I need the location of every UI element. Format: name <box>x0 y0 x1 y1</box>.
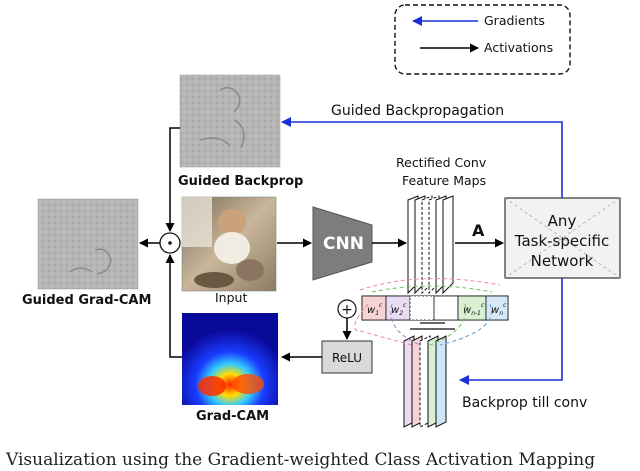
weight-cell-empty <box>433 295 459 321</box>
activations-a-label: A <box>472 221 485 240</box>
figure-caption: Visualization using the Gradient-weighte… <box>6 450 596 470</box>
weight-link-1 <box>354 303 413 346</box>
relu-label: ReLU <box>332 351 362 365</box>
input-image <box>181 196 277 292</box>
weight-link-2 <box>390 303 421 346</box>
weight-vector: w1c w2c wn-1c wnc <box>361 295 509 321</box>
gradient-maps-stack <box>403 335 447 428</box>
relu-box <box>321 340 373 374</box>
legend: Gradients Activations <box>394 4 571 75</box>
backprop-till-conv-label: Backprop till conv <box>462 395 587 411</box>
guided-gradcam-edges <box>69 248 112 275</box>
guided-backprop-image <box>179 74 281 168</box>
weight-label-1: w1c <box>367 302 383 317</box>
weight-label-4: wnc <box>491 302 507 317</box>
task-network-line3: Network <box>531 252 594 270</box>
guided-backpropagation-label: Guided Backpropagation <box>331 103 504 119</box>
weight-cell-3 <box>457 295 487 321</box>
task-network-diag1 <box>504 197 621 279</box>
gradcam-label: Grad-CAM <box>196 409 269 424</box>
weight-label-3: wn-1c <box>463 302 485 317</box>
guided-backprop-label: Guided Backprop <box>178 174 303 189</box>
weight-cell-ellipsis <box>409 295 435 321</box>
input-label: Input <box>215 290 247 305</box>
rectified-label-line2: Feature Maps <box>402 173 486 188</box>
arrow-gradcam-to-product <box>165 254 182 358</box>
weight-cell-1 <box>361 295 387 321</box>
arrow-guided-backpropagation <box>281 117 563 198</box>
product-dot <box>168 241 172 245</box>
gradcam-hotspot-right <box>232 374 264 394</box>
task-network-diag2 <box>504 197 621 279</box>
legend-gradients-label: Gradients <box>484 13 545 28</box>
arrow-backprop-till-conv <box>459 278 563 385</box>
weight-link-top <box>359 278 501 291</box>
weight-link-top2 <box>371 285 493 293</box>
task-network-line2: Task-specific <box>514 232 609 250</box>
weight-link-3 <box>429 303 467 346</box>
arrow-guided-to-product <box>165 127 180 232</box>
weight-cell-2 <box>385 295 411 321</box>
legend-activations-label: Activations <box>484 40 553 55</box>
legend-box <box>394 4 571 75</box>
feature-maps-stack <box>407 195 454 295</box>
guided-backprop-edges <box>199 87 245 149</box>
guided-gradcam-image <box>37 198 139 290</box>
task-network-line1: Any <box>548 212 577 230</box>
gradcam-hotspot-left <box>198 376 226 396</box>
sum-symbol: + <box>341 302 353 318</box>
cnn-block <box>312 206 373 281</box>
weight-label-2: w2c <box>391 302 407 317</box>
gradcam-heatmap <box>182 313 278 405</box>
rectified-label-line1: Rectified Conv <box>396 155 487 170</box>
guided-gradcam-label: Guided Grad-CAM <box>22 293 151 308</box>
cnn-label: CNN <box>323 234 364 254</box>
